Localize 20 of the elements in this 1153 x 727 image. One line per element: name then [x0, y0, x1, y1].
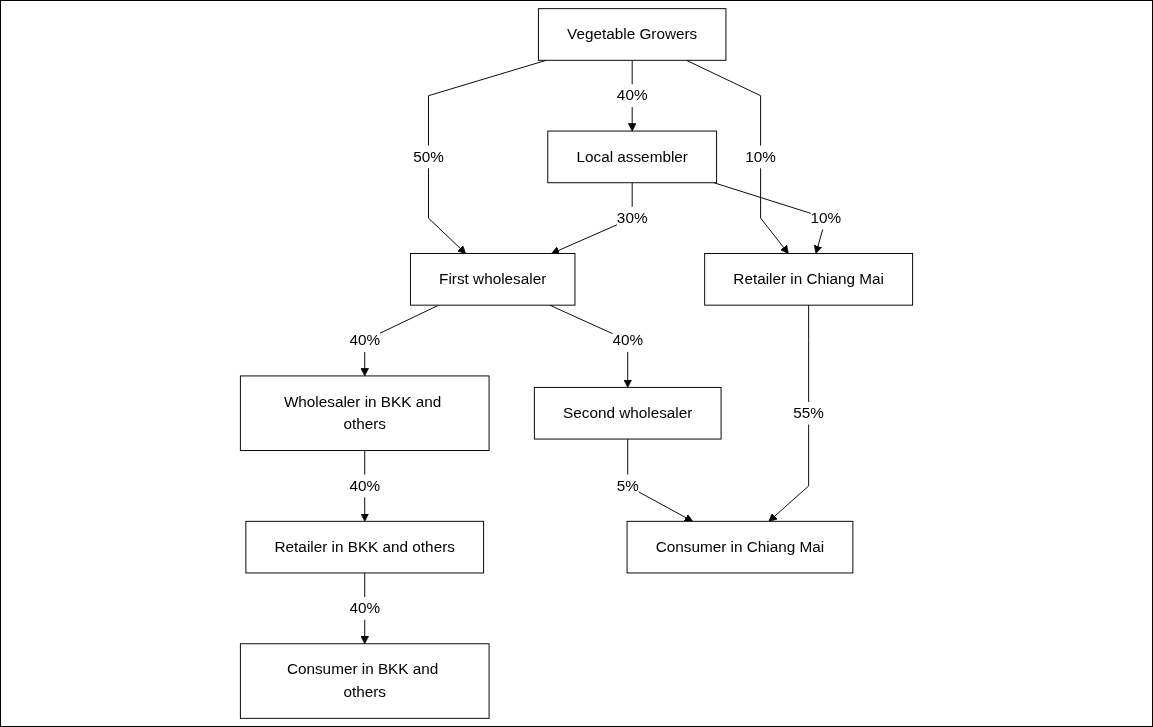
edge-label: 40% [349, 599, 381, 617]
node-box: Local assembler [547, 130, 718, 184]
edge-label: 10% [745, 148, 776, 165]
node-box: First wholesaler [409, 253, 576, 306]
edge-label: 5% [616, 477, 639, 494]
edge-label: 40% [616, 87, 648, 104]
edge-label: 50% [413, 148, 444, 165]
edge-label: 55% [793, 404, 824, 421]
node-box: Consumer in BKK and others [239, 643, 490, 719]
edge-label: 10% [810, 209, 842, 226]
node-box: Wholesaler in BKK and others [239, 375, 490, 452]
edge-label: 40% [349, 331, 381, 349]
node-box: Consumer in Chiang Mai [626, 520, 854, 574]
node-box: Retailer in Chiang Mai [704, 253, 914, 306]
node-box: Second wholesaler [533, 386, 722, 440]
edge-label: 40% [612, 331, 644, 349]
node-box: Vegetable Growers [537, 8, 727, 61]
edge-label: 30% [616, 209, 648, 226]
node-box: Retailer in BKK and others [245, 520, 485, 574]
edge-label: 40% [349, 477, 381, 494]
